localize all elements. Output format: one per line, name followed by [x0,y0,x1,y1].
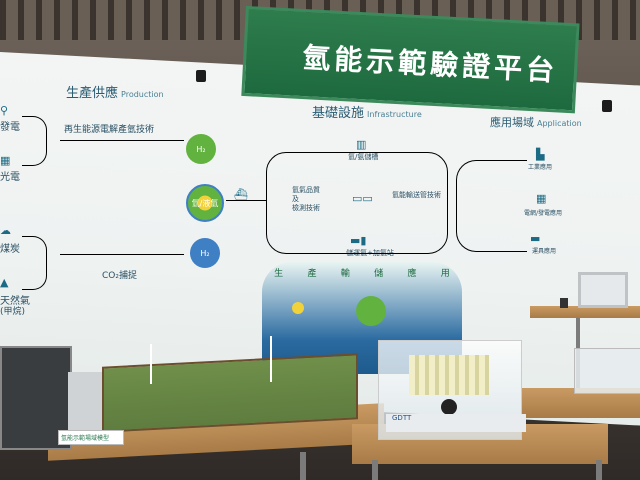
building-icon: ▦ [536,192,547,205]
sphere-model [441,399,457,415]
chain-char: 產 [307,269,317,279]
flow-line [60,254,184,255]
solar-icon: ▦ [0,154,11,167]
label-co2: CO₂捕捉 [102,271,137,281]
label-gas-note: (甲烷) [0,307,26,317]
gas-icon: ▲ [0,276,9,289]
chain-char: 輸 [340,269,350,279]
label-transport: 氫/氨儲槽 [348,153,379,161]
plant-model [409,355,489,395]
sun-icon [292,302,304,314]
wind-turbine-icon [150,344,152,384]
flow-line [60,140,184,141]
exhibit-banner: 氫能示範驗證平台 [241,6,580,114]
app-branch-line [456,160,527,252]
brand-label: GDTT [392,414,412,422]
ship-icon: ⛴ [234,188,248,201]
section-infrastructure-zh: 基礎設施 [312,106,365,121]
plaque-text: 氫能示範場域模型 [61,435,110,442]
display-shelf [530,306,640,318]
molecule-icon [356,296,386,326]
tank-icon: ▥ [356,138,367,151]
chain-char: 生 [274,269,284,279]
label-coal: 煤炭 [0,244,20,255]
small-display-case [574,348,640,394]
factory-icon: ▙ [536,148,545,161]
section-production-en: Production [121,90,164,99]
info-plaque: 氫能示範場域模型 [58,430,124,445]
label-app-grid: 電網/發電應用 [524,210,563,217]
landscape-model [102,353,358,433]
table-leg [300,452,306,480]
chain-title: 生 產 輸 儲 應 用 [262,266,462,279]
section-application-zh: 應用場域 [490,116,534,129]
wind-turbine-icon [270,336,272,382]
chain-char: 儲 [374,269,384,279]
label-pipeline: 氫能輸送管技術 [392,191,441,199]
label-quality: 氫氣品質 及 檢測技術 [292,186,320,212]
label-solar: 光電 [0,172,20,183]
green-hydrogen-icon: H₂ [186,134,216,164]
section-production-zh: 生產供應 [66,86,119,101]
facility-model [68,372,102,432]
truck-icon: ▬▮ [350,234,367,247]
label-power: 發電 [0,122,20,133]
section-infrastructure-en: Infrastructure [367,110,422,119]
monitor [578,272,628,308]
case-base: GDTT [386,414,526,432]
blue-hydrogen-icon: H₂ [190,238,220,268]
flow-line [226,200,266,201]
hydrogen-hub-icon: 氫/液氫 [186,184,224,222]
coal-icon: ☁ [0,224,11,237]
label-gas: 天然氣 [0,296,30,307]
bracket-line [22,116,47,166]
label-app-industry: 工業應用 [528,164,553,171]
hub-label: 氫/液氫 [191,198,219,208]
bus-icon: ▬ [530,232,541,245]
table-leg [596,460,602,480]
banner-title: 氫能示範驗證平台 [301,41,559,88]
infra-loop-line [266,152,448,254]
spotlight [196,70,206,82]
windmill-icon: ⚲ [0,104,9,117]
bracket-line [22,236,47,290]
table-leg [372,460,378,480]
speaker [560,298,568,308]
section-application-en: Application [537,119,582,128]
spotlight [602,100,612,112]
chain-char: 應 [407,269,417,279]
label-app-vehicle: 運具應用 [532,248,557,255]
label-renewable: 再生能源電解產氫技術 [64,125,155,135]
chain-char: 用 [440,269,450,279]
pipe-icon: ▭▭ [352,192,373,205]
